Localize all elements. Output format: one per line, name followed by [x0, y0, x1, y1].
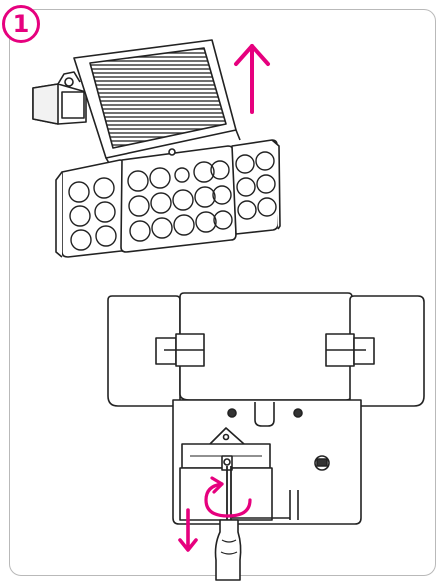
- rotate-arrow-icon: [204, 476, 252, 518]
- led-array: [68, 151, 277, 251]
- solar-panel: [73, 39, 241, 169]
- step-number-badge: 1: [2, 5, 40, 43]
- screw: [227, 408, 237, 418]
- arrow-down-icon: [178, 508, 198, 552]
- light-unit-rear-view: [107, 292, 425, 581]
- right-hinge: [325, 333, 375, 367]
- right-lamp-head: [231, 139, 281, 235]
- button-indicator: [314, 455, 330, 471]
- left-lamp-head: [55, 159, 127, 258]
- center-lamp-head: [120, 145, 237, 253]
- screw: [293, 408, 303, 418]
- battery-compartment: [179, 427, 299, 521]
- arrow-up-icon: [234, 44, 270, 114]
- light-unit-top-view: [32, 39, 281, 258]
- screwdriver: [214, 466, 242, 581]
- mounting-bracket: [32, 71, 87, 125]
- rear-right-panel: [349, 295, 425, 407]
- left-hinge: [155, 333, 205, 367]
